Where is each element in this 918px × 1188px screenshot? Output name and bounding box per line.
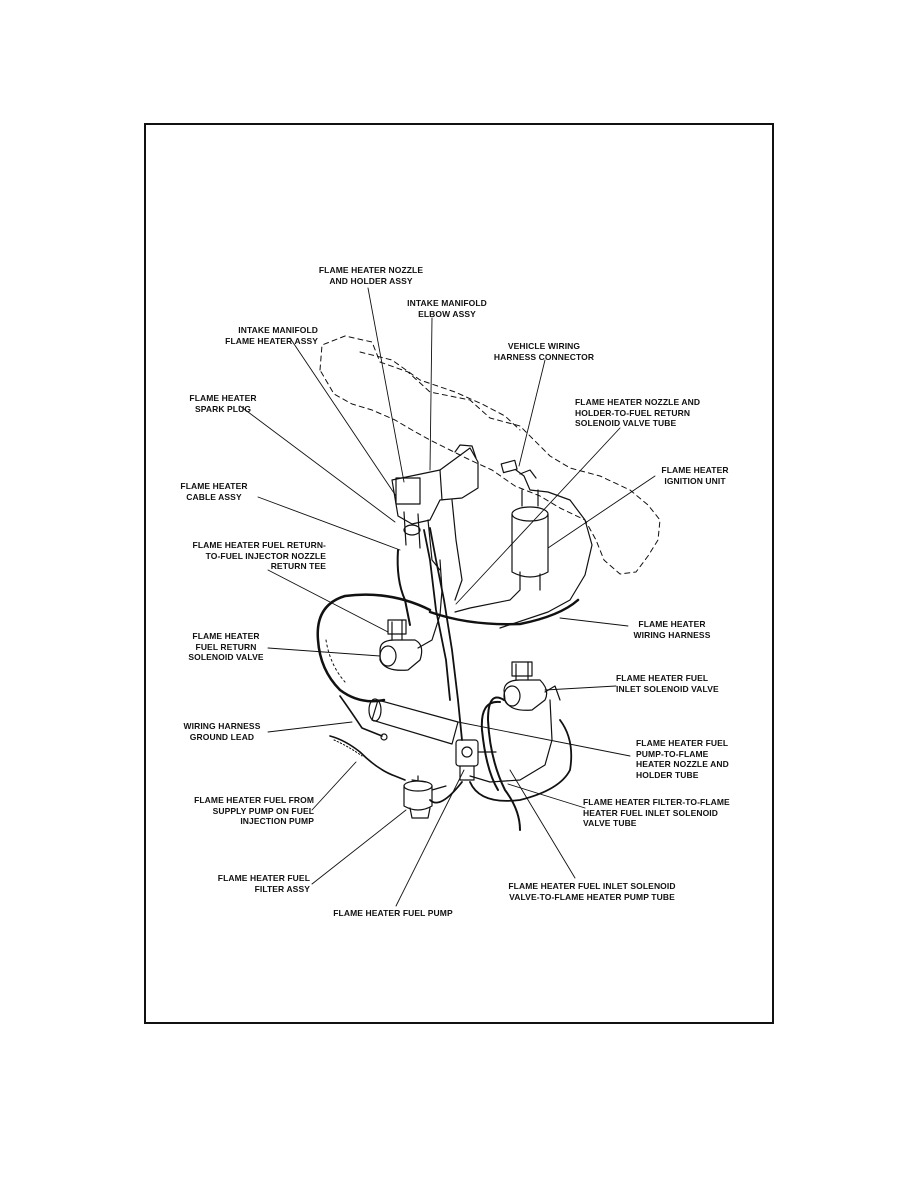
filter-cylinder <box>368 698 459 745</box>
label-nozzle-return-tube: FLAME HEATER NOZZLE AND HOLDER-TO-FUEL R… <box>575 397 701 428</box>
label-intake-flame-heater: INTAKE MANIFOLD FLAME HEATER ASSY <box>225 325 318 346</box>
label-filter-to-inlet: FLAME HEATER FILTER-TO-FLAME HEATER FUEL… <box>583 797 730 828</box>
label-fuel-from-supply: FLAME HEATER FUEL FROM SUPPLY PUMP ON FU… <box>194 795 314 826</box>
label-spark-plug: FLAME HEATER SPARK PLUG <box>189 393 257 414</box>
label-cable-assy: FLAME HEATER CABLE ASSY <box>180 481 248 502</box>
engine-outline <box>319 335 661 575</box>
label-filter-assy: FLAME HEATER FUEL FILTER ASSY <box>217 873 310 894</box>
pump-to-nozzle-tube <box>429 527 463 741</box>
supply-line <box>329 735 406 781</box>
ignition-unit <box>454 489 549 613</box>
label-intake-elbow: INTAKE MANIFOLD ELBOW ASSY <box>407 298 487 319</box>
engine-outline-inner <box>359 351 521 431</box>
fuel-pump <box>455 739 497 781</box>
intake-manifold-assy <box>391 444 479 601</box>
label-ignition-unit: FLAME HEATER IGNITION UNIT <box>661 465 729 486</box>
fuel-filter <box>403 775 447 819</box>
vehicle-wiring-connector <box>499 459 593 629</box>
label-inlet-solenoid: FLAME HEATER FUEL INLET SOLENOID VALVE <box>616 673 719 694</box>
inlet-solenoid-valve <box>469 661 561 783</box>
label-return-tee: FLAME HEATER FUEL RETURN- TO-FUEL INJECT… <box>192 540 326 571</box>
label-fuel-pump: FLAME HEATER FUEL PUMP <box>333 908 453 918</box>
label-return-solenoid: FLAME HEATER FUEL RETURN SOLENOID VALVE <box>188 631 264 662</box>
main-wiring-harness <box>316 593 432 703</box>
label-pump-to-nozzle: FLAME HEATER FUEL PUMP-TO-FLAME HEATER N… <box>636 738 729 780</box>
label-vehicle-wiring: VEHICLE WIRING HARNESS CONNECTOR <box>493 341 595 362</box>
inlet-to-pump-tube <box>487 696 521 831</box>
label-ground-lead: WIRING HARNESS GROUND LEAD <box>183 721 261 742</box>
label-wiring-harness: FLAME HEATER WIRING HARNESS <box>633 619 711 640</box>
label-inlet-to-pump: FLAME HEATER FUEL INLET SOLENOID VALVE-T… <box>508 881 676 902</box>
label-nozzle-holder-assy: FLAME HEATER NOZZLE AND HOLDER ASSY <box>318 265 424 286</box>
diagram-frame <box>144 123 774 1024</box>
ground-lead <box>339 695 383 737</box>
